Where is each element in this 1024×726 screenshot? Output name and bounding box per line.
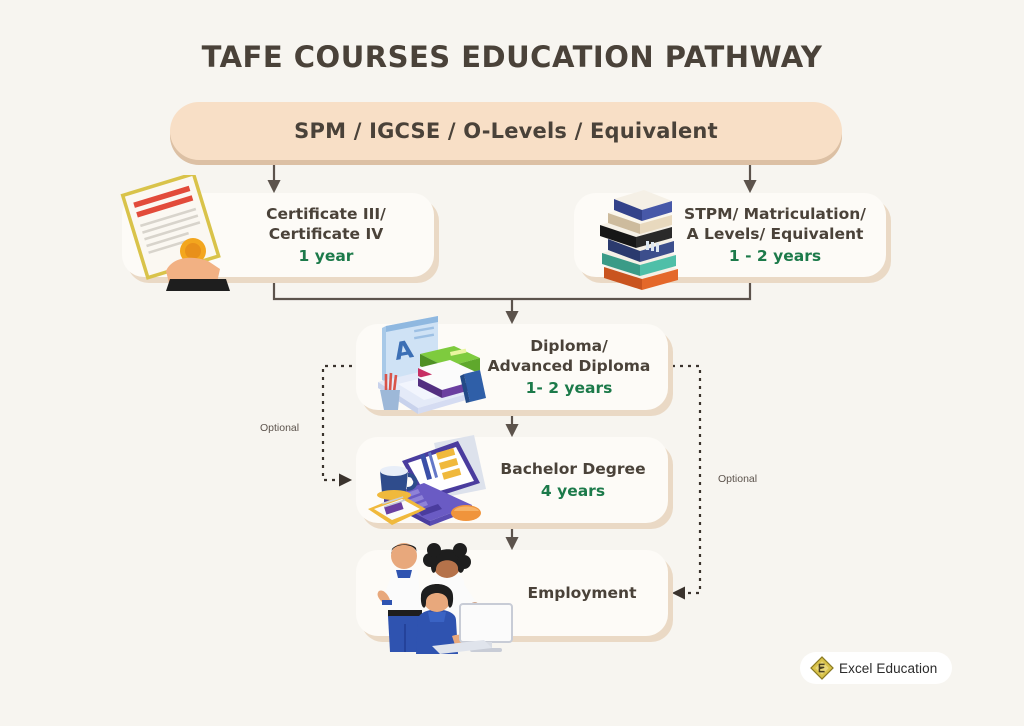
- bachelor-title: Bachelor Degree: [500, 459, 646, 478]
- brand-logo: Excel Education: [800, 652, 952, 684]
- stpm-duration: 1 - 2 years: [728, 247, 822, 266]
- node-diploma: A Diploma/: [356, 316, 668, 414]
- node-certificate: Certificate III/ Certificate IV 1 year: [120, 175, 434, 291]
- employment-text-block: Employment: [356, 583, 668, 603]
- diploma-title-line2: Advanced Diploma: [487, 356, 651, 375]
- entry-qualification-label: SPM / IGCSE / O-Levels / Equivalent: [294, 119, 718, 143]
- certificate-duration: 1 year: [298, 247, 354, 266]
- node-bachelor: Bachelor Degree 4 years: [356, 435, 668, 526]
- optional-label-left: Optional: [260, 422, 300, 434]
- excel-diamond-icon: [810, 656, 834, 680]
- diploma-duration: 1- 2 years: [525, 379, 613, 398]
- brand-logo-text: Excel Education: [839, 660, 938, 676]
- diploma-title-line1: Diploma/: [530, 336, 608, 355]
- node-employment: Employment: [356, 543, 668, 654]
- diploma-text-block: Diploma/ Advanced Diploma 1- 2 years: [356, 336, 668, 398]
- certificate-title-line1: Certificate III/: [266, 204, 386, 223]
- edge-optional-diploma-employment: [671, 364, 702, 600]
- certificate-title-line2: Certificate IV: [268, 224, 384, 243]
- certificate-text-block: Certificate III/ Certificate IV 1 year: [122, 204, 434, 266]
- node-stpm: STPM/ Matriculation/ A Levels/ Equivalen…: [574, 190, 886, 290]
- entry-qualification-banner: SPM / IGCSE / O-Levels / Equivalent: [170, 102, 842, 160]
- bachelor-duration: 4 years: [540, 482, 606, 500]
- edge-merge-bus: [272, 283, 752, 301]
- bachelor-text-block: Bachelor Degree 4 years: [356, 459, 668, 501]
- edge-optional-diploma-bachelor: [321, 364, 353, 487]
- optional-label-right: Optional: [718, 473, 758, 485]
- employment-title: Employment: [527, 583, 637, 602]
- stpm-title-line1: STPM/ Matriculation/: [684, 204, 866, 223]
- page-title: TAFE COURSES EDUCATION PATHWAY: [201, 40, 823, 74]
- stpm-title-line2: A Levels/ Equivalent: [686, 224, 864, 243]
- stpm-text-block: STPM/ Matriculation/ A Levels/ Equivalen…: [574, 204, 886, 266]
